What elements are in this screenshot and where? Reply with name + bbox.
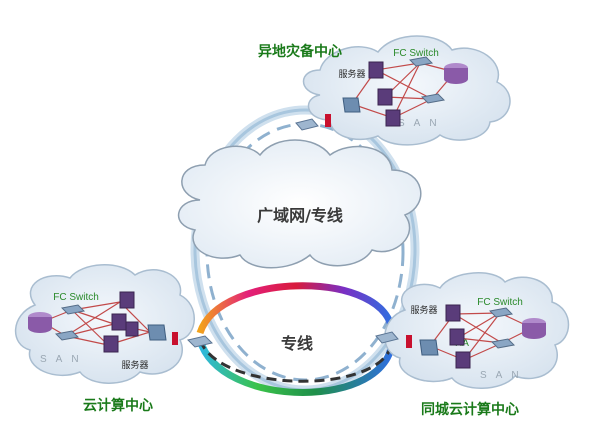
remote-switch-label: FC Switch: [393, 48, 439, 59]
remote-san-label: SAN: [398, 118, 446, 129]
router-icon: [147, 324, 167, 341]
local-san-label: SAN: [480, 370, 528, 381]
server-icon: [103, 335, 119, 353]
fc-switch-icon: [54, 330, 80, 341]
remote-server-label: 服务器: [338, 68, 365, 80]
wan-label: 广域网/专线: [257, 206, 343, 225]
main-san-label: SAN: [40, 354, 88, 365]
local-site-title: 同城云计算中心: [421, 401, 519, 418]
server-icon: [368, 61, 384, 79]
fc-switch-icon: [490, 338, 516, 349]
main-site-title: 云计算中心: [83, 397, 153, 414]
remote-dr-site: 异地灾备中心 FC Switch 服务器 SAN: [258, 35, 511, 146]
wan-cloud: 广域网/专线: [177, 139, 422, 269]
storage-icon: [522, 318, 546, 339]
router-icon: [342, 97, 361, 113]
main-switch-label: FC Switch: [53, 292, 99, 303]
storage-icon: [28, 312, 52, 333]
server-icon: [449, 328, 465, 346]
dedicated-line-label: 专线: [281, 334, 313, 353]
main-server-label: 服务器: [121, 359, 148, 371]
server-icon: [119, 291, 135, 309]
local-server-label: 服务器: [410, 304, 437, 316]
firewall-icon: [406, 335, 412, 348]
storage-icon: [444, 63, 468, 84]
fc-switch-icon: [60, 304, 86, 315]
dedicated-line-ring: [196, 282, 396, 396]
firewall-icon: [325, 114, 331, 127]
router-icon: [419, 339, 439, 356]
local-cloud-site: 同城云计算中心 FC Switch 服务器 HA SAN: [375, 272, 570, 418]
server-icon: [377, 88, 393, 106]
router-icon: [187, 335, 213, 348]
server-icon: [455, 351, 471, 369]
remote-site-title: 异地灾备中心: [258, 43, 342, 60]
fc-switch-icon: [488, 307, 514, 318]
server-icon: [111, 313, 127, 331]
main-cloud-site: 云计算中心 FC Switch 服务器 SAN: [14, 264, 213, 414]
local-switch-label: FC Switch: [477, 297, 523, 308]
router-icon: [295, 118, 319, 131]
router-icon: [375, 331, 399, 344]
fc-switch-icon: [420, 93, 446, 104]
server-icon: [125, 321, 139, 337]
fc-switch-icon: [408, 56, 434, 67]
firewall-icon: [172, 332, 178, 345]
server-icon: [445, 304, 461, 322]
server-icon: [385, 109, 401, 127]
